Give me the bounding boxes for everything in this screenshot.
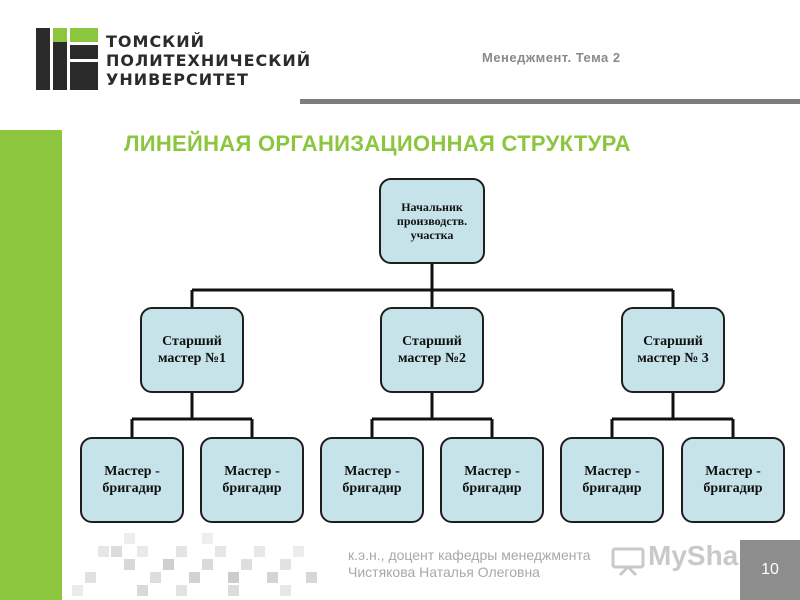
course-label: Менеджмент. Тема 2 bbox=[482, 50, 621, 65]
org-node-master: Мастер -бригадир bbox=[681, 437, 785, 523]
side-accent-bar bbox=[0, 130, 62, 600]
header-divider bbox=[300, 99, 800, 104]
org-node-master: Мастер -бригадир bbox=[320, 437, 424, 523]
author-credit: к.э.н., доцент кафедры менеджмента Чистя… bbox=[348, 547, 591, 580]
org-node-master: Мастер -бригадир bbox=[200, 437, 304, 523]
org-node-master: Мастер -бригадир bbox=[80, 437, 184, 523]
decorative-pixel-pattern bbox=[62, 524, 362, 600]
org-node-master: Мастер -бригадир bbox=[560, 437, 664, 523]
university-name: ТОМСКИЙ ПОЛИТЕХНИЧЕСКИЙ УНИВЕРСИТЕТ bbox=[106, 32, 312, 89]
org-node-head: Начальник производств. участка bbox=[379, 178, 485, 264]
presentation-screen-icon bbox=[611, 547, 645, 576]
slide-title: ЛИНЕЙНАЯ ОРГАНИЗАЦИОННАЯ СТРУКТУРА bbox=[124, 131, 631, 156]
university-logo bbox=[36, 28, 98, 90]
org-node-master: Мастер -бригадир bbox=[440, 437, 544, 523]
page-number: 10 bbox=[740, 540, 800, 600]
